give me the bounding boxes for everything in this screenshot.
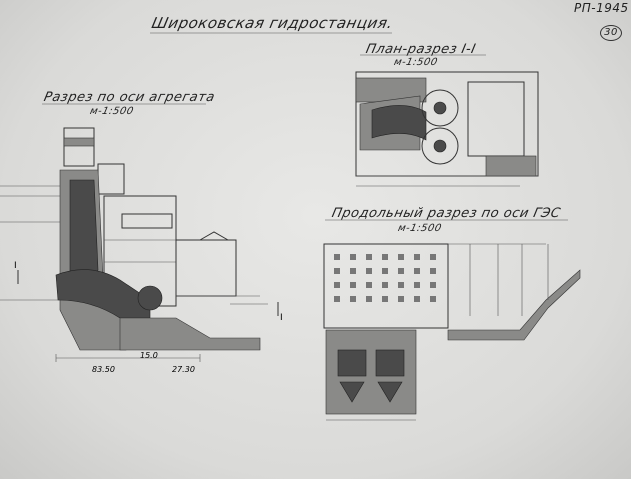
sheet-number: РП-1945 (574, 1, 629, 15)
dim-mid: 15.0 (140, 351, 158, 360)
section-along-unit (0, 127, 279, 362)
section-mark-right: I (280, 313, 283, 323)
dim-right: 27.30 (172, 365, 195, 374)
window-grid (334, 254, 436, 302)
dim-left: 83.50 (92, 365, 115, 374)
longitudinal-section (323, 243, 581, 421)
section-mark-left: I (14, 261, 17, 271)
plan-section-I-I (355, 71, 539, 187)
page-number: 30 (600, 25, 622, 41)
